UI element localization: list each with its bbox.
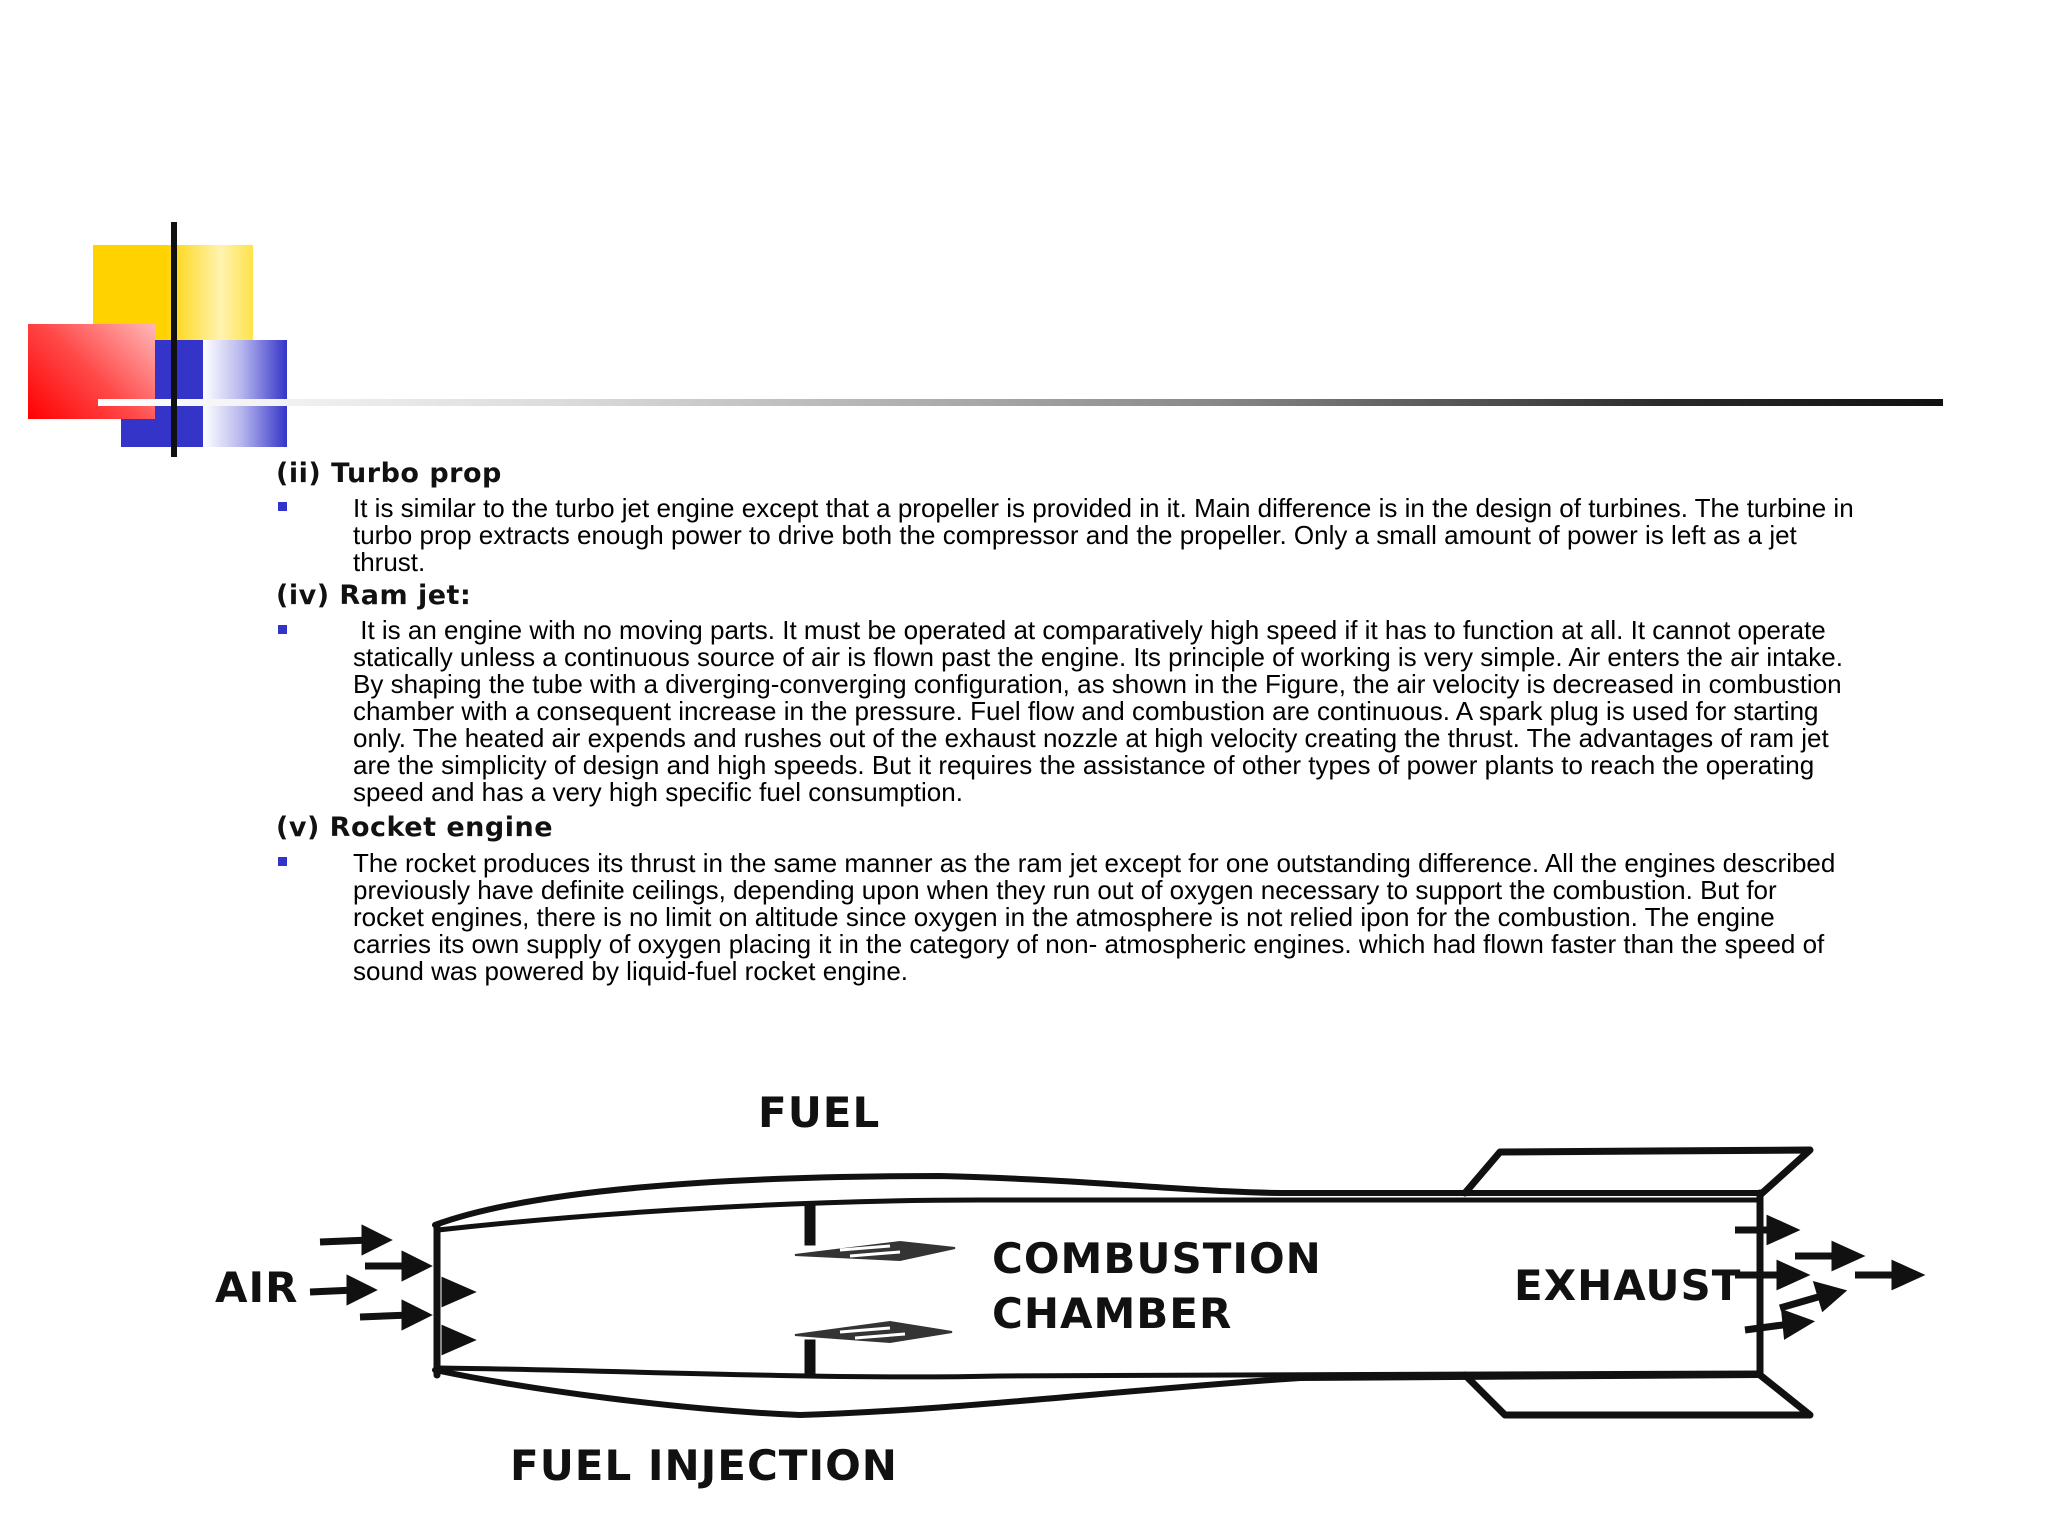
text-line: chamber with a consequent increase in th…	[353, 696, 1819, 726]
ramjet-inner-bottom	[435, 1365, 1763, 1380]
upper-fuel-injector	[804, 1204, 816, 1246]
bullet-marker	[278, 857, 287, 866]
text-line: speed and has a very high specific fuel …	[353, 777, 963, 807]
lower-fuel-spray	[794, 1320, 953, 1344]
text-line: thrust.	[353, 547, 426, 577]
text-line: sound was powered by liquid-fuel rocket …	[353, 956, 909, 986]
upper-fuel-spray	[794, 1240, 956, 1262]
section-heading-ram-jet: (iv) Ram jet:	[276, 580, 472, 611]
text-line: statically unless a continuous source of…	[353, 642, 1843, 672]
ramjet-inner-top	[435, 1197, 1763, 1233]
ramjet-bottom-fin	[1461, 1371, 1814, 1419]
text-line: The rocket produces its thrust in the sa…	[353, 848, 1836, 878]
text-line: are the simplicity of design and high sp…	[353, 750, 1815, 780]
ramjet-top-fin	[1461, 1146, 1814, 1199]
text-line: It is similar to the turbo jet engine ex…	[353, 493, 1854, 523]
vertical-rule	[171, 222, 177, 457]
label-combustion: COMBUSTION	[992, 1234, 1322, 1283]
ramjet-body-top	[432, 1173, 1763, 1228]
label-fuel: FUEL	[758, 1088, 880, 1137]
label-fuel-injection: FUEL INJECTION	[510, 1441, 898, 1490]
paragraph-ram-jet: It is an engine with no moving parts. It…	[353, 617, 1993, 806]
lower-fuel-injector	[804, 1339, 816, 1377]
exhaust-arrow	[1779, 1291, 1826, 1312]
section-heading-rocket-engine: (v) Rocket engine	[276, 812, 554, 843]
horizontal-rule	[98, 399, 1943, 406]
label-chamber: CHAMBER	[992, 1289, 1232, 1338]
ramjet-body-bottom	[432, 1367, 1763, 1418]
text-line: It is an engine with no moving parts. It…	[353, 615, 1826, 645]
bullet-marker	[278, 625, 287, 634]
text-line: turbo prop extracts enough power to driv…	[353, 520, 1797, 550]
text-line: rocket engines, there is no limit on alt…	[353, 902, 1775, 932]
blue-gradient-square-decoration	[203, 340, 287, 447]
label-exhaust: EXHAUST	[1514, 1261, 1741, 1310]
exhaust-arrow	[1744, 1320, 1791, 1334]
text-line: By shaping the tube with a diverging-con…	[353, 669, 1842, 699]
text-line: carries its own supply of oxygen placing…	[353, 929, 1825, 959]
label-air: AIR	[215, 1263, 298, 1312]
paragraph-turbo-prop: It is similar to the turbo jet engine ex…	[353, 495, 1993, 576]
ramjet-diagram: FUEL AIR COMBUSTION CHAMBER EXHAUST FUEL…	[215, 1088, 1926, 1490]
text-line: only. The heated air expends and rushes …	[353, 723, 1829, 753]
paragraph-rocket-engine: The rocket produces its thrust in the sa…	[353, 850, 1993, 985]
bullet-marker	[278, 502, 287, 511]
text-line: previously have definite ceilings, depen…	[353, 875, 1777, 905]
section-heading-turbo-prop: (ii) Turbo prop	[276, 458, 502, 489]
